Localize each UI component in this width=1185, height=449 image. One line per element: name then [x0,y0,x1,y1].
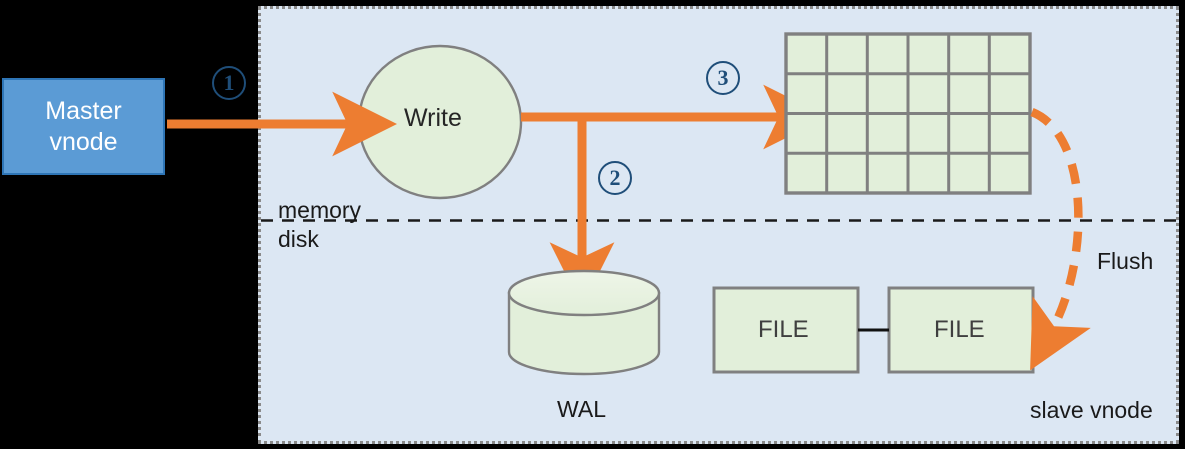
slave-vnode-label: slave vnode [1030,397,1153,423]
write-node-label: Write [404,104,462,132]
disk-label: disk [278,226,319,252]
file-box-1-label: FILE [934,316,985,343]
flush-label: Flush [1097,248,1154,274]
step-marker-1: 1 [212,66,246,100]
master-vnode-label-line2: vnode [49,127,118,156]
wal-label: WAL [557,396,606,422]
master-vnode-label-line1: Master [45,97,122,125]
master-vnode-box[interactable]: Master vnode [2,78,165,175]
step-marker-3: 3 [706,61,740,95]
memory-label: memory [278,197,362,223]
step-marker-2: 2 [598,161,632,195]
file-box-0-label: FILE [758,316,809,343]
